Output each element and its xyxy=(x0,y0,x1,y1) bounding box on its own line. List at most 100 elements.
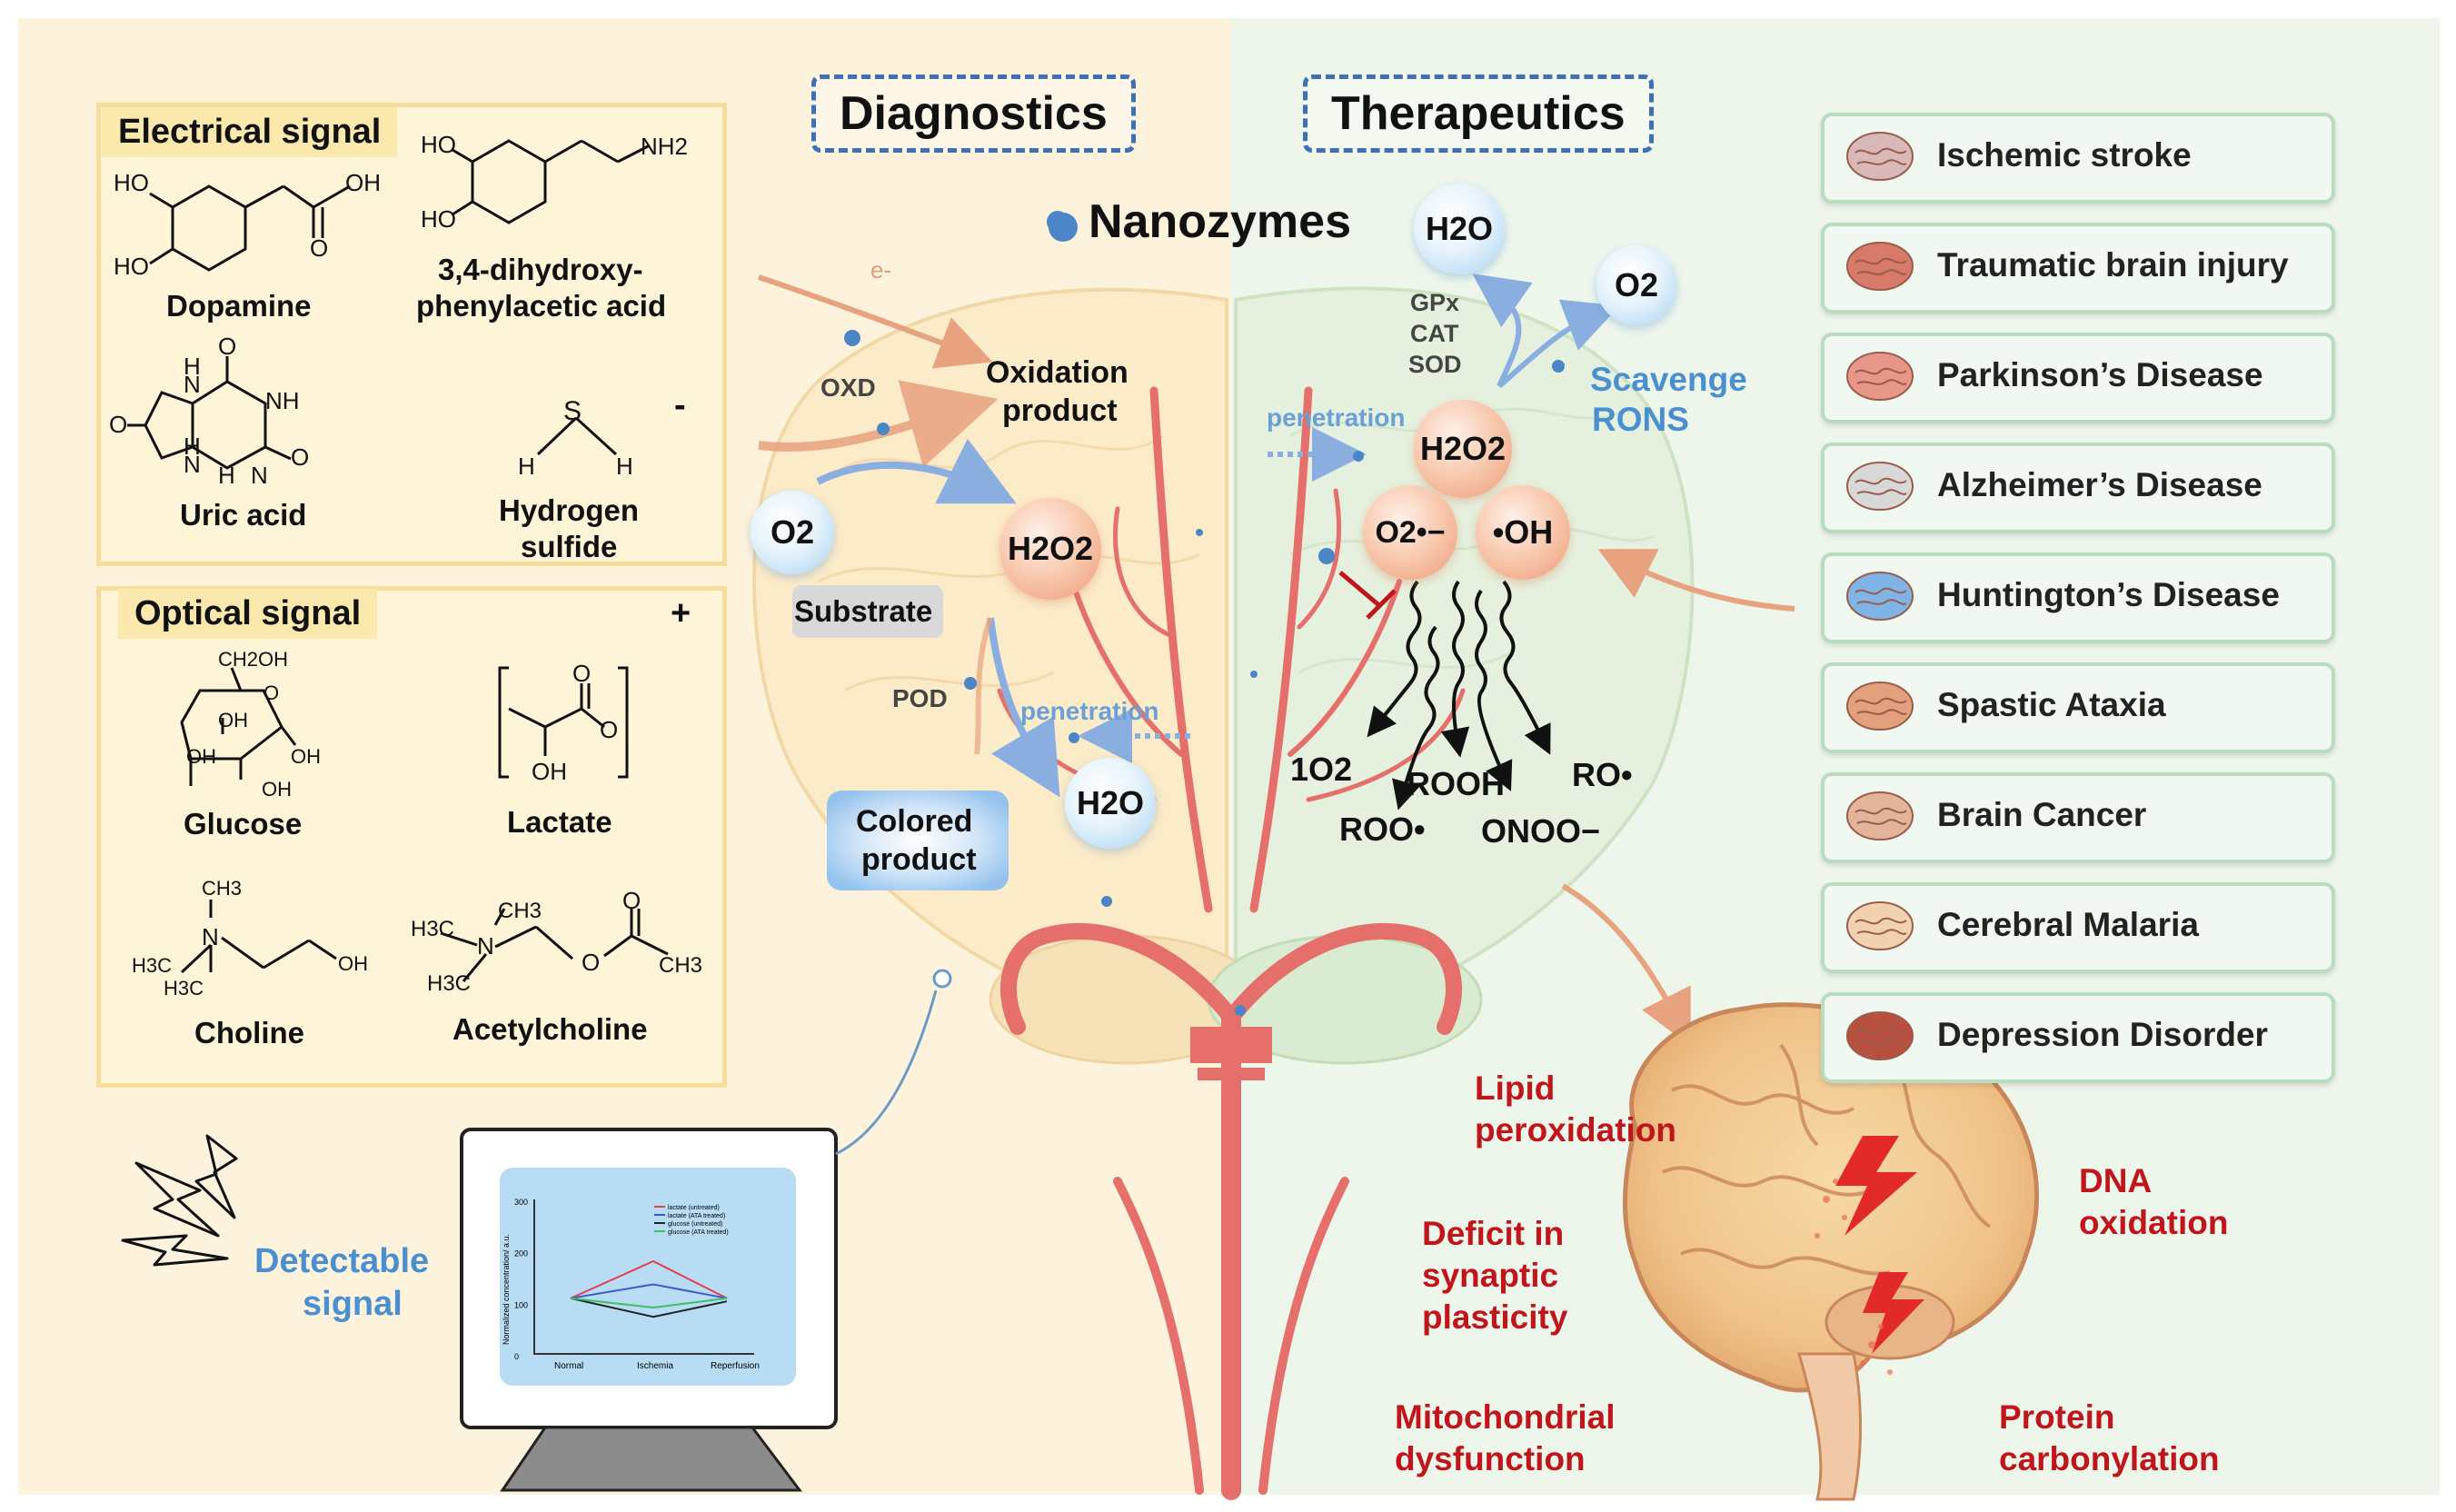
superoxide-ball: O2•− xyxy=(1363,485,1457,580)
mini-chart-series xyxy=(570,1297,728,1309)
optical-sign: + xyxy=(671,594,691,632)
penetration-therapeutics: penetration xyxy=(1267,403,1406,432)
mini-chart-ytick: 0 xyxy=(514,1352,519,1361)
therapeutics-header: Therapeutics xyxy=(1303,75,1654,153)
disease-card: Brain Cancer xyxy=(1821,772,2335,863)
scavenge-line1: Scavenge xyxy=(1590,361,1747,398)
atom-label: O xyxy=(291,443,309,471)
atom-label: H3C xyxy=(427,971,471,996)
compound-h2s-line1: Hydrogen xyxy=(499,493,640,527)
o2-therapeutics: O2 xyxy=(1596,245,1676,325)
mito-line2: dysfunction xyxy=(1395,1440,1586,1477)
atom-label: OH xyxy=(186,745,216,768)
atom-label: H3C xyxy=(164,977,204,1000)
atom-label: OH xyxy=(262,778,292,801)
rooh-label: ROOH xyxy=(1407,765,1505,802)
disease-name: Brain Cancer xyxy=(1937,796,2147,833)
atom-label: CH3 xyxy=(202,877,242,900)
colored-product-line2: product xyxy=(861,842,977,877)
synaptic-line3: plasticity xyxy=(1422,1298,1568,1336)
h2o2-diagnostics: H2O2 xyxy=(999,498,1101,600)
detectable-signal-line2: signal xyxy=(303,1285,403,1323)
compound-acetylcholine: Acetylcholine xyxy=(452,1012,648,1046)
atom-label: N xyxy=(184,451,201,478)
penetration-diagnostics: penetration xyxy=(1020,697,1159,725)
atom-label: O xyxy=(572,660,591,687)
cat-label: CAT xyxy=(1410,320,1459,347)
atom-label: OH xyxy=(338,952,368,975)
atom-label: OH xyxy=(345,169,381,196)
peroxynitrite: ONOO− xyxy=(1481,812,1601,850)
gpx-label: GPx xyxy=(1410,289,1460,316)
mini-chart-legend-label: glucose (ATA treated) xyxy=(668,1229,729,1236)
electron-label: e- xyxy=(870,256,892,284)
mini-chart-ytick: 200 xyxy=(514,1249,528,1258)
atom-label: H3C xyxy=(132,954,172,977)
chemical-structures: HO HO OH O HO HO NH2 O NH O H N H N H N … xyxy=(109,131,702,1000)
atom-label: N xyxy=(477,932,494,960)
electrical-signal-title: Electrical signal xyxy=(102,107,398,157)
atom-label: H xyxy=(518,453,535,480)
atom-label: O xyxy=(582,949,600,976)
electrical-sign: - xyxy=(674,386,686,424)
atom-label: HO xyxy=(114,253,149,280)
roo-radical: ROO• xyxy=(1339,811,1426,848)
atom-label: O xyxy=(622,887,641,914)
atom-label: H3C xyxy=(411,917,454,941)
brain-icon xyxy=(1843,347,1917,405)
atom-label: N xyxy=(184,371,201,398)
brain-icon xyxy=(1843,457,1917,515)
mini-chart-ytick: 300 xyxy=(514,1198,528,1207)
oxd-label: OXD xyxy=(820,373,876,402)
sod-label: SOD xyxy=(1408,351,1462,378)
disease-name: Traumatic brain injury xyxy=(1937,246,2289,284)
brain-icon xyxy=(1843,127,1917,185)
atom-label: HO xyxy=(114,169,149,196)
h2o2-therapeutics: H2O2 xyxy=(1414,400,1512,498)
atom-label: N xyxy=(251,462,268,489)
nanozymes-label: Nanozymes xyxy=(1089,195,1351,248)
lipid-line1: Lipid xyxy=(1475,1069,1556,1107)
hydroxyl-ball: •OH xyxy=(1476,485,1570,580)
disease-card: Spastic Ataxia xyxy=(1821,662,2335,753)
atom-label: N xyxy=(202,923,219,950)
mini-chart-ylabel: Normalized concentration/ a.u. xyxy=(502,1234,511,1345)
brain-icon xyxy=(1843,237,1917,295)
atom-label: NH xyxy=(265,387,300,414)
atom-label: OH xyxy=(218,709,248,731)
atom-label: H xyxy=(184,433,201,460)
compound-glucose: Glucose xyxy=(184,807,303,841)
disease-name: Huntington’s Disease xyxy=(1937,576,2280,613)
atom-label: H xyxy=(184,353,201,380)
disease-name: Spastic Ataxia xyxy=(1937,686,2166,723)
atom-label: OH xyxy=(291,745,321,768)
o2-diagnostics: O2 xyxy=(751,491,834,574)
atom-label: H xyxy=(218,462,235,489)
scavenge-line2: RONS xyxy=(1592,401,1689,438)
atom-label: O xyxy=(263,681,279,704)
disease-name: Cerebral Malaria xyxy=(1937,906,2199,943)
nanozymes-bullet xyxy=(1047,211,1069,233)
atom-label: NH2 xyxy=(641,133,688,160)
atom-label: S xyxy=(563,396,582,426)
brain-icon xyxy=(1843,567,1917,625)
compound-choline: Choline xyxy=(194,1016,304,1049)
atom-label: CH3 xyxy=(498,899,542,923)
singlet-oxygen: 1O2 xyxy=(1290,751,1353,788)
atom-label: OH xyxy=(532,758,567,785)
atom-label: HO xyxy=(421,205,456,233)
lipid-line2: peroxidation xyxy=(1475,1111,1677,1149)
mito-line1: Mitochondrial xyxy=(1395,1398,1616,1436)
disease-card: Ischemic stroke xyxy=(1821,113,2335,204)
mini-chart-xtick: Reperfusion xyxy=(711,1361,760,1371)
disease-name: Ischemic stroke xyxy=(1937,136,2192,174)
atom-label: HO xyxy=(421,131,456,158)
atom-label: O xyxy=(600,716,618,743)
synaptic-line2: synaptic xyxy=(1422,1257,1559,1294)
dna-line1: DNA xyxy=(2079,1162,2153,1199)
substrate-label: Substrate xyxy=(794,594,933,628)
optical-signal-title: Optical signal xyxy=(118,589,378,639)
compound-dopamine: Dopamine xyxy=(166,289,312,323)
